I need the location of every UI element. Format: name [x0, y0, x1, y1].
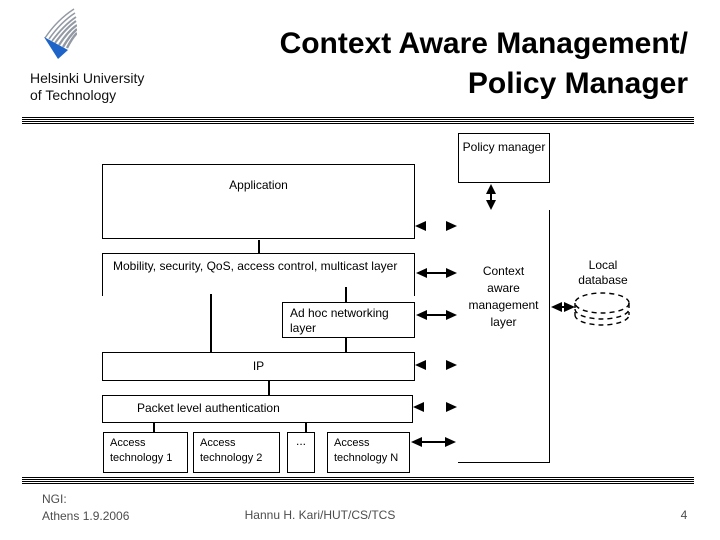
access-tech-1-box: Access technology 1 — [103, 432, 188, 473]
arrow-mobility-context-icon — [416, 268, 457, 278]
mobility-layer-box: Mobility, security, QoS, access control,… — [102, 253, 415, 296]
ip-layer-box: IP — [102, 352, 415, 381]
application-box: Application — [102, 164, 415, 239]
connector-adhoc-ip — [345, 338, 347, 352]
footer-page-number: 4 — [680, 508, 688, 522]
packet-auth-box: Packet level authentication — [102, 395, 413, 423]
arrow-accessn-context-icon — [411, 437, 456, 447]
arrow-ip-right-head-icon — [446, 360, 457, 370]
arrow-context-database-icon — [551, 302, 575, 312]
footer-rule — [22, 477, 694, 484]
arrow-line — [427, 314, 446, 316]
footer-event-line2: Athens 1.9.2006 — [42, 509, 130, 523]
arrow-application-left-head-icon — [415, 221, 426, 231]
arrow-ip-left-head-icon — [415, 360, 426, 370]
footer-event: NGI: Athens 1.9.2006 — [42, 491, 129, 525]
arrow-packet-right-head-icon — [446, 402, 457, 412]
arrow-packet-left-head-icon — [413, 402, 424, 412]
institution-line1: Helsinki University — [30, 70, 145, 86]
arrow-left-head-icon — [411, 437, 422, 447]
arrow-right-head-icon — [446, 310, 457, 320]
arrow-line — [490, 194, 492, 200]
arrow-right-head-icon — [445, 437, 456, 447]
slide-title-line1: Context Aware Management/ — [279, 27, 688, 60]
database-cylinder-icon — [574, 292, 630, 326]
arrow-up-head-icon — [486, 184, 496, 194]
connector-ip-packet — [268, 381, 270, 395]
arrow-left-head-icon — [416, 310, 427, 320]
institution-name: Helsinki University of Technology — [30, 70, 144, 104]
arrow-policy-context-icon — [486, 184, 496, 210]
connector-mobility-ip — [210, 294, 212, 352]
access-tech-n-box: Access technology N — [327, 432, 410, 473]
arrow-right-head-icon — [446, 268, 457, 278]
arrow-line — [562, 306, 564, 308]
arrow-right-head-icon — [564, 302, 575, 312]
context-aware-layer-box: Context aware management layer — [458, 210, 550, 463]
access-tech-2-box: Access technology 2 — [193, 432, 280, 473]
slide-title-line2: Policy Manager — [467, 67, 688, 100]
policy-manager-box: Policy manager — [458, 133, 550, 183]
connector-app-mobility — [258, 240, 260, 253]
hut-sail-logo-icon — [44, 8, 77, 59]
arrow-down-head-icon — [486, 200, 496, 210]
arrow-left-head-icon — [416, 268, 427, 278]
adhoc-layer-box: Ad hoc networking layer — [282, 302, 415, 338]
footer-event-line1: NGI: — [42, 492, 67, 506]
arrow-adhoc-context-icon — [416, 310, 457, 320]
connector-mobility-adhoc — [345, 287, 347, 302]
arrow-line — [427, 272, 446, 274]
institution-line2: of Technology — [30, 87, 117, 103]
connector-packet-access1 — [153, 423, 155, 432]
access-tech-ellipsis-box: ... — [287, 432, 315, 473]
local-database-label: Local database — [578, 258, 628, 287]
arrow-left-head-icon — [551, 302, 562, 312]
footer-author: Hannu H. Kari/HUT/CS/TCS — [244, 508, 396, 522]
arrow-line — [422, 441, 445, 443]
slide-title: Context Aware Management/ Policy Manager — [180, 24, 688, 104]
connector-packet-access — [305, 423, 307, 432]
header-rule — [22, 117, 694, 124]
arrow-application-right-head-icon — [446, 221, 457, 231]
